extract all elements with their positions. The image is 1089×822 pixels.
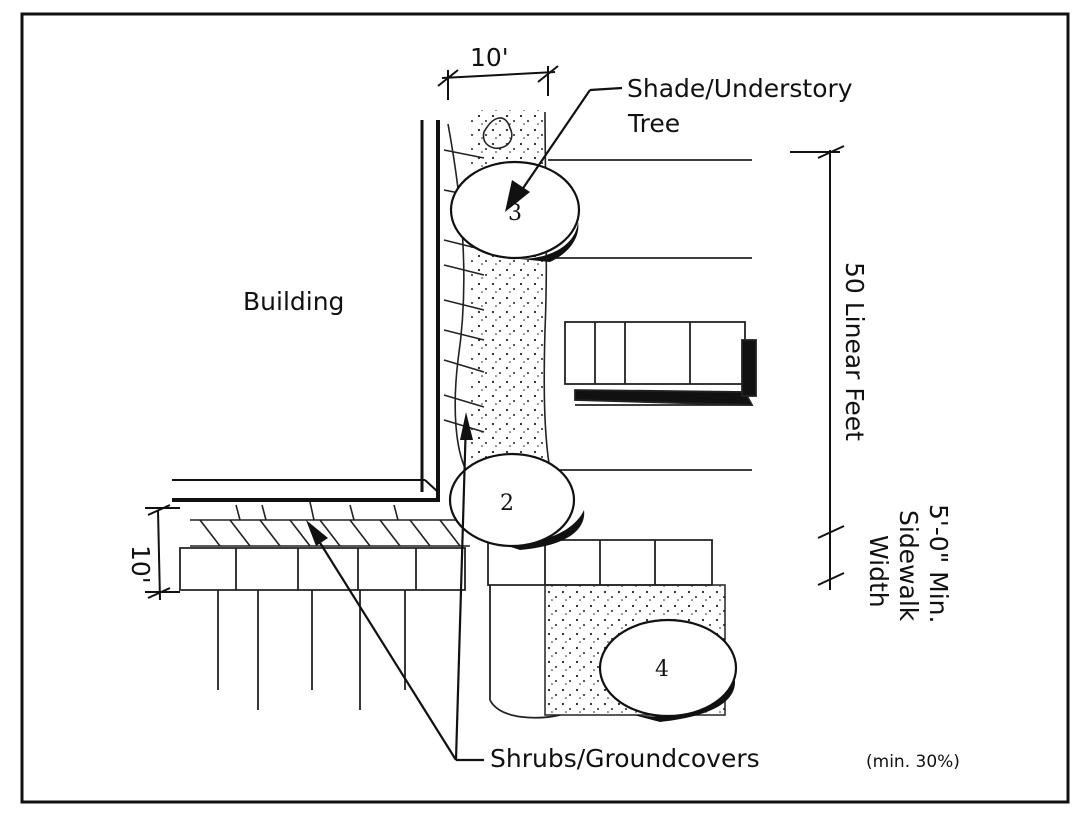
tree-4: 4: [598, 618, 738, 722]
planting-strip-horizontal: [190, 501, 470, 547]
shrubs-note: (min. 30%): [866, 752, 960, 772]
parking-area: [548, 159, 757, 471]
building-wall: [172, 120, 440, 502]
shade-tree-label-line2: Tree: [627, 109, 680, 138]
linear-feet-label: 50 Linear Feet: [840, 262, 869, 441]
tree-2: 2: [448, 452, 585, 550]
shrubs-label: Shrubs/Groundcovers: [490, 744, 760, 773]
shade-tree-leader: [514, 86, 623, 201]
tree-3: 3: [449, 160, 581, 262]
top-dimension-label: 10': [470, 43, 509, 72]
tree-2-number: 2: [500, 491, 514, 516]
shade-tree-label-line1: Shade/Understory: [627, 74, 853, 103]
sidewalk-width-label: Width: [864, 535, 893, 608]
left-dimension-label: 10': [126, 545, 155, 584]
tree-3-number: 3: [508, 201, 522, 226]
sidewalk-min-label: 5'-0" Min.: [924, 504, 953, 623]
sidewalk-label: Sidewalk: [894, 510, 923, 622]
top-dimension: [437, 65, 559, 100]
right-dimension: [790, 145, 845, 590]
shrubs-arrowhead-horizontal: [306, 520, 328, 546]
building-label: Building: [243, 287, 344, 316]
shrubs-arrowhead-vertical: [460, 412, 473, 440]
left-dimension: [145, 504, 180, 601]
shrubs-leader: [311, 419, 484, 762]
shade-tree-arrowhead: [505, 180, 530, 212]
tree-4-number: 4: [655, 657, 669, 682]
diagram-border: [20, 12, 1070, 804]
